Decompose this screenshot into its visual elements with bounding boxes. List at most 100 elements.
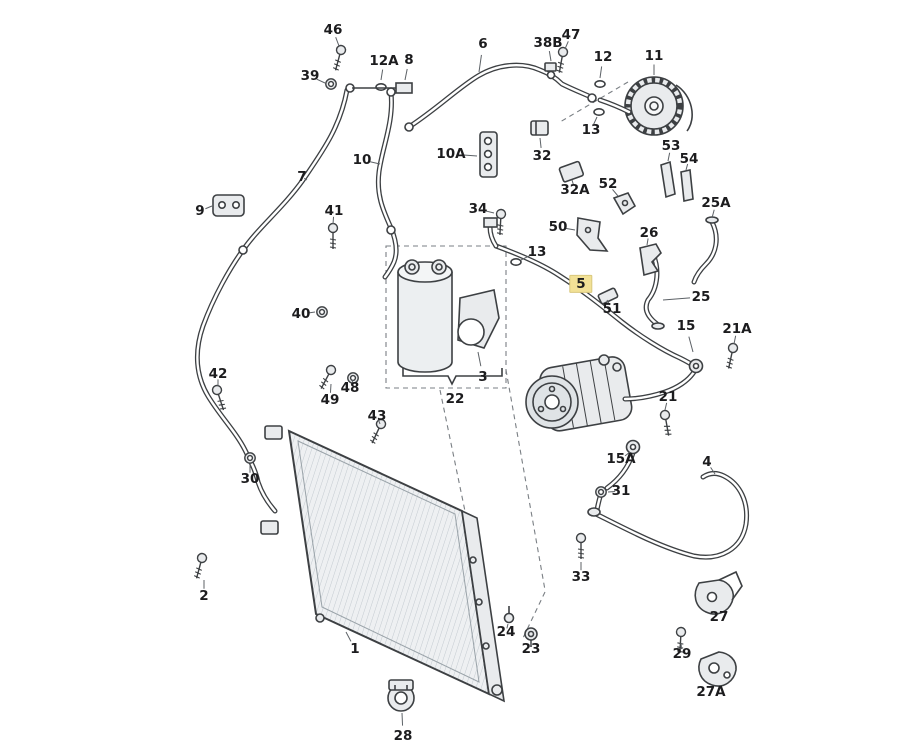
part-label-30[interactable]: 30 [240, 470, 260, 487]
part-label-40[interactable]: 40 [291, 305, 311, 322]
fittings-drawing [238, 82, 719, 517]
part-label-5[interactable]: 5 [569, 274, 593, 294]
part-label-43[interactable]: 43 [367, 407, 387, 424]
part-label-25A[interactable]: 25A [701, 194, 731, 211]
leader-line-34 [485, 210, 495, 214]
leader-line-13b [520, 255, 531, 261]
leader-line-52 [612, 189, 619, 197]
leader-line-10 [369, 161, 381, 165]
leader-line-39 [316, 78, 326, 84]
leader-line-28 [401, 712, 404, 726]
part-label-2[interactable]: 2 [199, 587, 209, 604]
leader-line-53 [667, 152, 671, 162]
part-label-46[interactable]: 46 [323, 21, 343, 38]
leader-line-8 [404, 68, 408, 81]
leader-line-40 [307, 311, 316, 314]
leader-line-27A [711, 686, 714, 690]
part-label-42[interactable]: 42 [208, 365, 228, 382]
leader-line-10A [461, 154, 478, 157]
leader-line-25A [711, 209, 715, 219]
receiver-drier-drawing [385, 245, 507, 389]
leader-line-29 [680, 642, 683, 650]
part-label-10A[interactable]: 10A [436, 145, 466, 162]
leader-line-9 [205, 205, 213, 210]
part-label-4[interactable]: 4 [702, 453, 712, 470]
leader-line-12A [380, 69, 384, 81]
leader-line-13a [593, 116, 598, 125]
leader-line-12 [599, 66, 603, 79]
part-label-21A[interactable]: 21A [722, 320, 752, 337]
leader-line-6 [478, 54, 482, 73]
leader-line-32A [571, 179, 575, 186]
part-label-32[interactable]: 32 [532, 147, 552, 164]
leader-line-21 [664, 402, 668, 411]
part-label-51[interactable]: 51 [602, 300, 622, 317]
leader-line-38B [548, 51, 552, 62]
leader-line-32 [539, 137, 542, 148]
part-label-23[interactable]: 23 [521, 640, 541, 657]
leader-line-26 [646, 238, 649, 246]
leader-line-15 [688, 336, 694, 353]
part-label-27A[interactable]: 27A [696, 683, 726, 700]
leader-line-50 [565, 227, 576, 231]
part-label-1[interactable]: 1 [350, 640, 360, 657]
leader-line-41 [332, 216, 335, 225]
part-label-11[interactable]: 11 [644, 47, 664, 64]
part-label-13b[interactable]: 13 [527, 243, 547, 260]
part-label-49[interactable]: 49 [320, 391, 340, 408]
part-label-26[interactable]: 26 [639, 224, 659, 241]
part-label-29[interactable]: 29 [672, 645, 692, 662]
part-label-31[interactable]: 31 [611, 482, 631, 499]
part-label-50[interactable]: 50 [548, 218, 568, 235]
part-label-41[interactable]: 41 [324, 202, 344, 219]
compressor-drawing [525, 354, 633, 432]
part-label-34[interactable]: 34 [468, 200, 488, 217]
hoses-drawing [194, 62, 750, 560]
leader-line-1 [345, 631, 352, 642]
leader-line-54 [685, 163, 689, 171]
leader-line-49 [329, 383, 332, 393]
leader-line-48 [350, 379, 354, 385]
leader-line-43 [377, 419, 381, 425]
part-label-8[interactable]: 8 [404, 51, 414, 68]
leader-line-51 [606, 299, 611, 306]
part-label-10[interactable]: 10 [352, 151, 372, 168]
part-label-33[interactable]: 33 [571, 568, 591, 585]
part-label-28[interactable]: 28 [393, 727, 413, 744]
part-label-12[interactable]: 12 [593, 48, 613, 65]
part-label-39[interactable]: 39 [300, 67, 320, 84]
leader-line-46 [335, 37, 340, 47]
leader-lines-layer [203, 37, 737, 726]
part-label-53[interactable]: 53 [661, 137, 681, 154]
leader-line-4 [710, 467, 716, 475]
leader-line-15A [624, 451, 631, 457]
part-label-25[interactable]: 25 [691, 288, 711, 305]
part-label-3[interactable]: 3 [478, 368, 488, 385]
part-label-22[interactable]: 22 [445, 390, 465, 407]
part-label-54[interactable]: 54 [679, 150, 699, 167]
part-label-24[interactable]: 24 [496, 623, 516, 640]
part-label-9[interactable]: 9 [195, 202, 205, 219]
part-label-7[interactable]: 7 [297, 168, 307, 185]
part-label-48[interactable]: 48 [340, 379, 360, 396]
brackets-drawing [212, 62, 743, 712]
part-label-27[interactable]: 27 [709, 608, 729, 625]
part-label-32A[interactable]: 32A [560, 181, 590, 198]
leader-line-27 [714, 612, 718, 616]
leader-line-24 [506, 623, 509, 629]
part-label-12A[interactable]: 12A [369, 52, 399, 69]
part-label-15A[interactable]: 15A [606, 450, 636, 467]
part-label-15[interactable]: 15 [676, 317, 696, 334]
part-label-21[interactable]: 21 [658, 388, 678, 405]
leader-line-3 [477, 351, 482, 367]
leader-line-47 [564, 41, 569, 50]
condenser-drawing [260, 425, 506, 703]
part-label-38B[interactable]: 38B [533, 34, 563, 51]
part-label-47[interactable]: 47 [561, 26, 581, 43]
part-label-13a[interactable]: 13 [581, 121, 601, 138]
part-label-52[interactable]: 52 [598, 175, 618, 192]
part-label-6[interactable]: 6 [478, 35, 488, 52]
